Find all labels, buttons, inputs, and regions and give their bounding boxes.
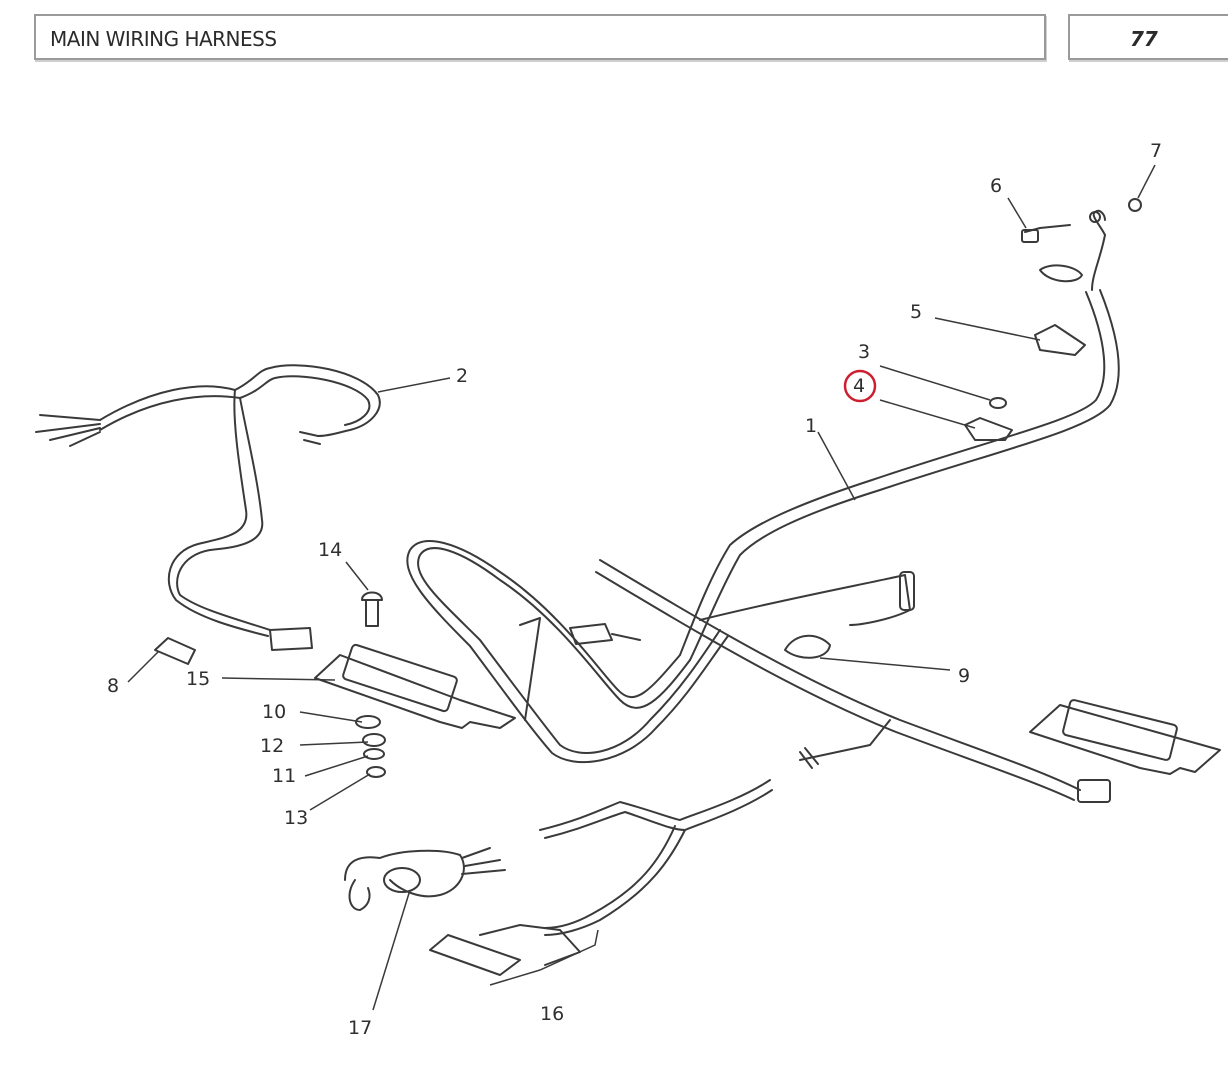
callout-4: 4 <box>853 375 865 397</box>
page-title: MAIN WIRING HARNESS <box>50 27 277 51</box>
callout-11: 11 <box>272 765 296 787</box>
part-17-ignition-switch <box>383 867 421 893</box>
secondary-harness <box>35 364 381 651</box>
title-box: MAIN WIRING HARNESS <box>34 14 1046 60</box>
control-box-left <box>314 617 541 729</box>
part-12-washer <box>362 733 386 747</box>
part-3-grommet <box>989 397 1007 409</box>
callout-labels: 1 2 3 4 5 6 7 8 9 10 11 12 13 14 15 16 1… <box>107 140 1162 1039</box>
part-13-nut <box>366 766 386 778</box>
callout-16: 16 <box>540 1003 564 1025</box>
part-8-clip <box>154 637 196 665</box>
main-harness <box>406 209 1120 801</box>
part-16-terminal-block <box>429 934 521 976</box>
callout-13: 13 <box>284 807 308 829</box>
ignition-harness <box>344 779 773 976</box>
callout-14: 14 <box>318 539 342 561</box>
callout-12: 12 <box>260 735 284 757</box>
callout-3: 3 <box>858 341 870 363</box>
callout-2: 2 <box>456 365 468 387</box>
callout-10: 10 <box>262 701 286 723</box>
part-11-washer <box>363 748 385 760</box>
callout-5: 5 <box>910 301 922 323</box>
control-box-right <box>1029 699 1221 803</box>
page-number-box: 77 <box>1068 14 1228 60</box>
part-4-clip <box>964 417 1013 441</box>
callout-6: 6 <box>990 175 1002 197</box>
callout-7: 7 <box>1150 140 1162 162</box>
highlight-circle <box>843 369 877 403</box>
callout-17: 17 <box>348 1017 372 1039</box>
page-number: 77 <box>1130 27 1158 51</box>
callout-8: 8 <box>107 675 119 697</box>
part-14-bolt <box>361 591 383 627</box>
callout-1: 1 <box>805 415 817 437</box>
part-7-nut <box>1128 198 1142 212</box>
callout-15: 15 <box>186 668 210 690</box>
part-10-washer <box>355 715 381 729</box>
part-9-connector <box>784 634 831 659</box>
part-5-bracket <box>1034 324 1086 356</box>
leader-lines <box>127 164 1156 1011</box>
callout-9: 9 <box>958 665 970 687</box>
